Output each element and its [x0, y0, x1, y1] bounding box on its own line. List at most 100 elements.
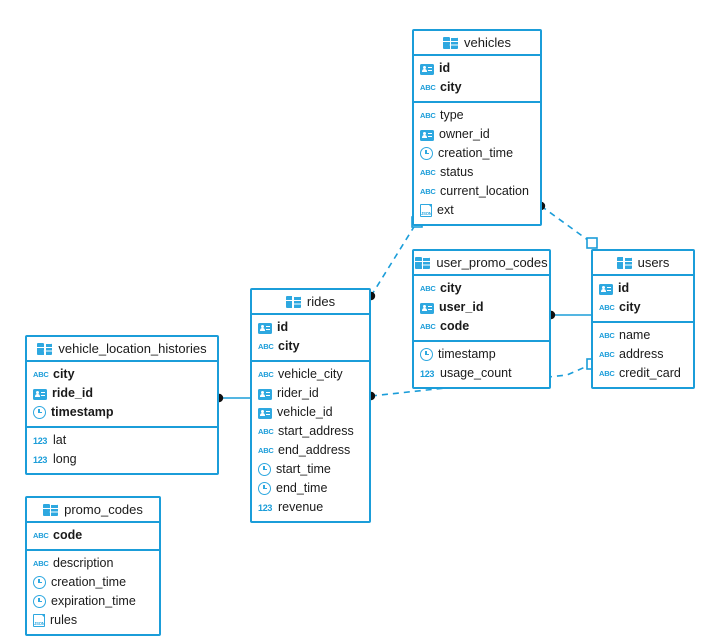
entity-header-vehicles[interactable]: vehicles — [414, 31, 540, 56]
field-label: rider_id — [277, 386, 319, 401]
field-label: ride_id — [52, 386, 93, 401]
table-grid-icon — [37, 342, 53, 355]
abc-string-type-icon: ABC — [599, 368, 615, 378]
field-row-rides-rider_id[interactable]: rider_id — [252, 384, 369, 403]
entity-header-rides[interactable]: rides — [252, 290, 369, 315]
abc-string-type-icon: ABC — [599, 349, 615, 359]
123-number-type-icon: 123 — [258, 502, 273, 513]
field-row-promo_codes-code[interactable]: ABC code — [27, 526, 159, 545]
entity-header-vehicle_location_histories[interactable]: vehicle_location_histories — [27, 337, 217, 362]
entity-header-promo_codes[interactable]: promo_codes — [27, 498, 159, 523]
relationship-user_promo_codes-users[interactable] — [546, 310, 591, 320]
field-label: end_address — [278, 443, 351, 458]
table-grid-icon — [285, 295, 301, 308]
field-row-users-id[interactable]: id — [593, 279, 693, 298]
field-row-promo_codes-expiration_time[interactable]: expiration_time — [27, 592, 159, 611]
primary-key-section-promo_codes: ABC code — [27, 523, 159, 551]
relationship-line — [370, 221, 418, 297]
id-card-type-icon — [33, 388, 47, 400]
field-row-rides-start_time[interactable]: start_time — [252, 460, 369, 479]
field-row-vehicles-id[interactable]: id — [414, 59, 540, 78]
abc-string-type-icon: ABC — [33, 558, 49, 568]
field-label: id — [618, 281, 630, 296]
entity-name: users — [637, 255, 670, 270]
entity-header-users[interactable]: users — [593, 251, 693, 276]
field-row-vehicles-city[interactable]: ABC city — [414, 78, 540, 97]
relationship-vehicles-users[interactable] — [536, 201, 598, 249]
abc-string-type-icon: ABC — [599, 302, 615, 312]
field-row-rides-end_time[interactable]: end_time — [252, 479, 369, 498]
123-number-type-icon: 123 — [33, 435, 48, 446]
field-row-vehicle_location_histories-timestamp[interactable]: timestamp — [27, 403, 217, 422]
clock-timestamp-type-icon — [258, 482, 271, 495]
entity-name: promo_codes — [64, 502, 143, 517]
field-row-user_promo_codes-user_id[interactable]: user_id — [414, 298, 549, 317]
field-label: name — [619, 328, 651, 343]
abc-string-type-icon: ABC — [420, 283, 436, 293]
field-row-user_promo_codes-timestamp[interactable]: timestamp — [414, 345, 549, 364]
field-label: end_time — [276, 481, 328, 496]
field-label: city — [440, 80, 462, 95]
field-label: expiration_time — [51, 594, 136, 609]
field-row-vehicles-owner_id[interactable]: owner_id — [414, 125, 540, 144]
abc-string-type-icon: ABC — [33, 530, 49, 540]
field-label: rules — [50, 613, 78, 628]
field-label: usage_count — [440, 366, 512, 381]
id-card-type-icon — [420, 63, 434, 75]
field-row-vehicles-creation_time[interactable]: creation_time — [414, 144, 540, 163]
entity-header-user_promo_codes[interactable]: user_promo_codes — [414, 251, 549, 276]
clock-timestamp-type-icon — [420, 348, 433, 361]
relationship-vehicle_location_histories-rides[interactable] — [214, 393, 250, 403]
field-row-vehicle_location_histories-ride_id[interactable]: ride_id — [27, 384, 217, 403]
id-card-type-icon — [599, 283, 613, 295]
abc-string-type-icon: ABC — [420, 110, 436, 120]
field-row-rides-id[interactable]: id — [252, 318, 369, 337]
abc-string-type-icon: ABC — [258, 445, 274, 455]
abc-string-type-icon: ABC — [258, 341, 274, 351]
abc-string-type-icon: ABC — [420, 82, 436, 92]
field-row-promo_codes-creation_time[interactable]: creation_time — [27, 573, 159, 592]
id-card-type-icon — [420, 302, 434, 314]
field-row-rides-vehicle_id[interactable]: vehicle_id — [252, 403, 369, 422]
field-label: vehicle_city — [278, 367, 343, 382]
field-label: code — [53, 528, 83, 543]
entity-name: rides — [306, 294, 336, 309]
table-grid-icon — [616, 256, 632, 269]
clock-timestamp-type-icon — [33, 576, 46, 589]
relationship-target-square — [586, 237, 598, 249]
entity-name: vehicles — [464, 35, 511, 50]
field-row-rides-end_address[interactable]: ABC end_address — [252, 441, 369, 460]
